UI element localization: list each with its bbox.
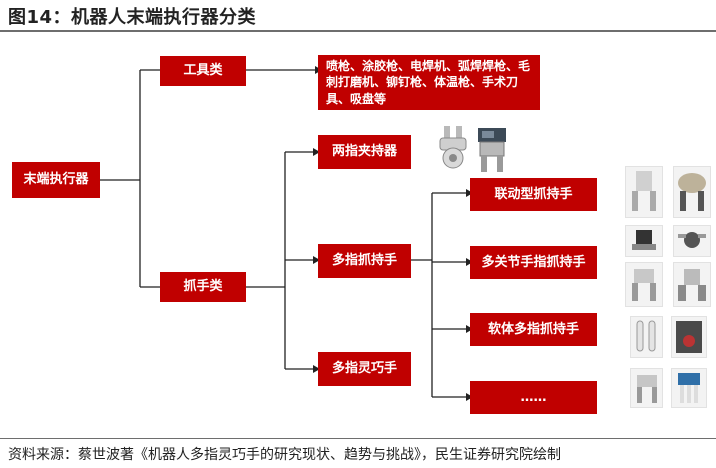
soft-gripper-photo-1 bbox=[630, 316, 663, 358]
node-dexterous-hand: 多指灵巧手 bbox=[318, 352, 411, 386]
node-more: …… bbox=[470, 381, 597, 414]
two-finger-gripper-images bbox=[430, 122, 510, 174]
node-two-finger-gripper: 两指夹持器 bbox=[318, 135, 411, 169]
footer-divider bbox=[0, 438, 716, 439]
soft-gripper-photo-4 bbox=[671, 368, 707, 408]
multi-joint-photo-3 bbox=[625, 262, 663, 307]
node-end-effector: 末端执行器 bbox=[12, 162, 100, 198]
node-tools-detail: 喷枪、涂胶枪、电焊机、弧焊焊枪、毛刺打磨机、铆钉枪、体温枪、手术刀具、吸盘等 bbox=[318, 55, 540, 110]
gripper-image-2 bbox=[478, 128, 506, 172]
multi-joint-photo-4 bbox=[673, 262, 711, 307]
source-note: 资料来源：蔡世波著《机器人多指灵巧手的研究现状、趋势与挑战》，民生证券研究院绘制 bbox=[8, 444, 561, 464]
multi-joint-photo-1 bbox=[625, 225, 663, 257]
soft-gripper-photo-2 bbox=[671, 316, 707, 358]
node-grippers: 抓手类 bbox=[160, 272, 246, 302]
node-multi-finger-gripper: 多指抓持手 bbox=[318, 244, 411, 278]
soft-gripper-photo-3 bbox=[630, 368, 663, 408]
linkage-gripper-photo-1 bbox=[625, 166, 663, 218]
node-soft-gripper: 软体多指抓持手 bbox=[470, 313, 597, 346]
multi-joint-photo-2 bbox=[673, 225, 711, 257]
gripper-image-1 bbox=[440, 126, 466, 168]
node-linkage-gripper: 联动型抓持手 bbox=[470, 178, 597, 211]
node-tools: 工具类 bbox=[160, 56, 246, 86]
linkage-gripper-photo-2 bbox=[673, 166, 711, 218]
node-multi-joint-gripper: 多关节手指抓持手 bbox=[470, 246, 597, 279]
